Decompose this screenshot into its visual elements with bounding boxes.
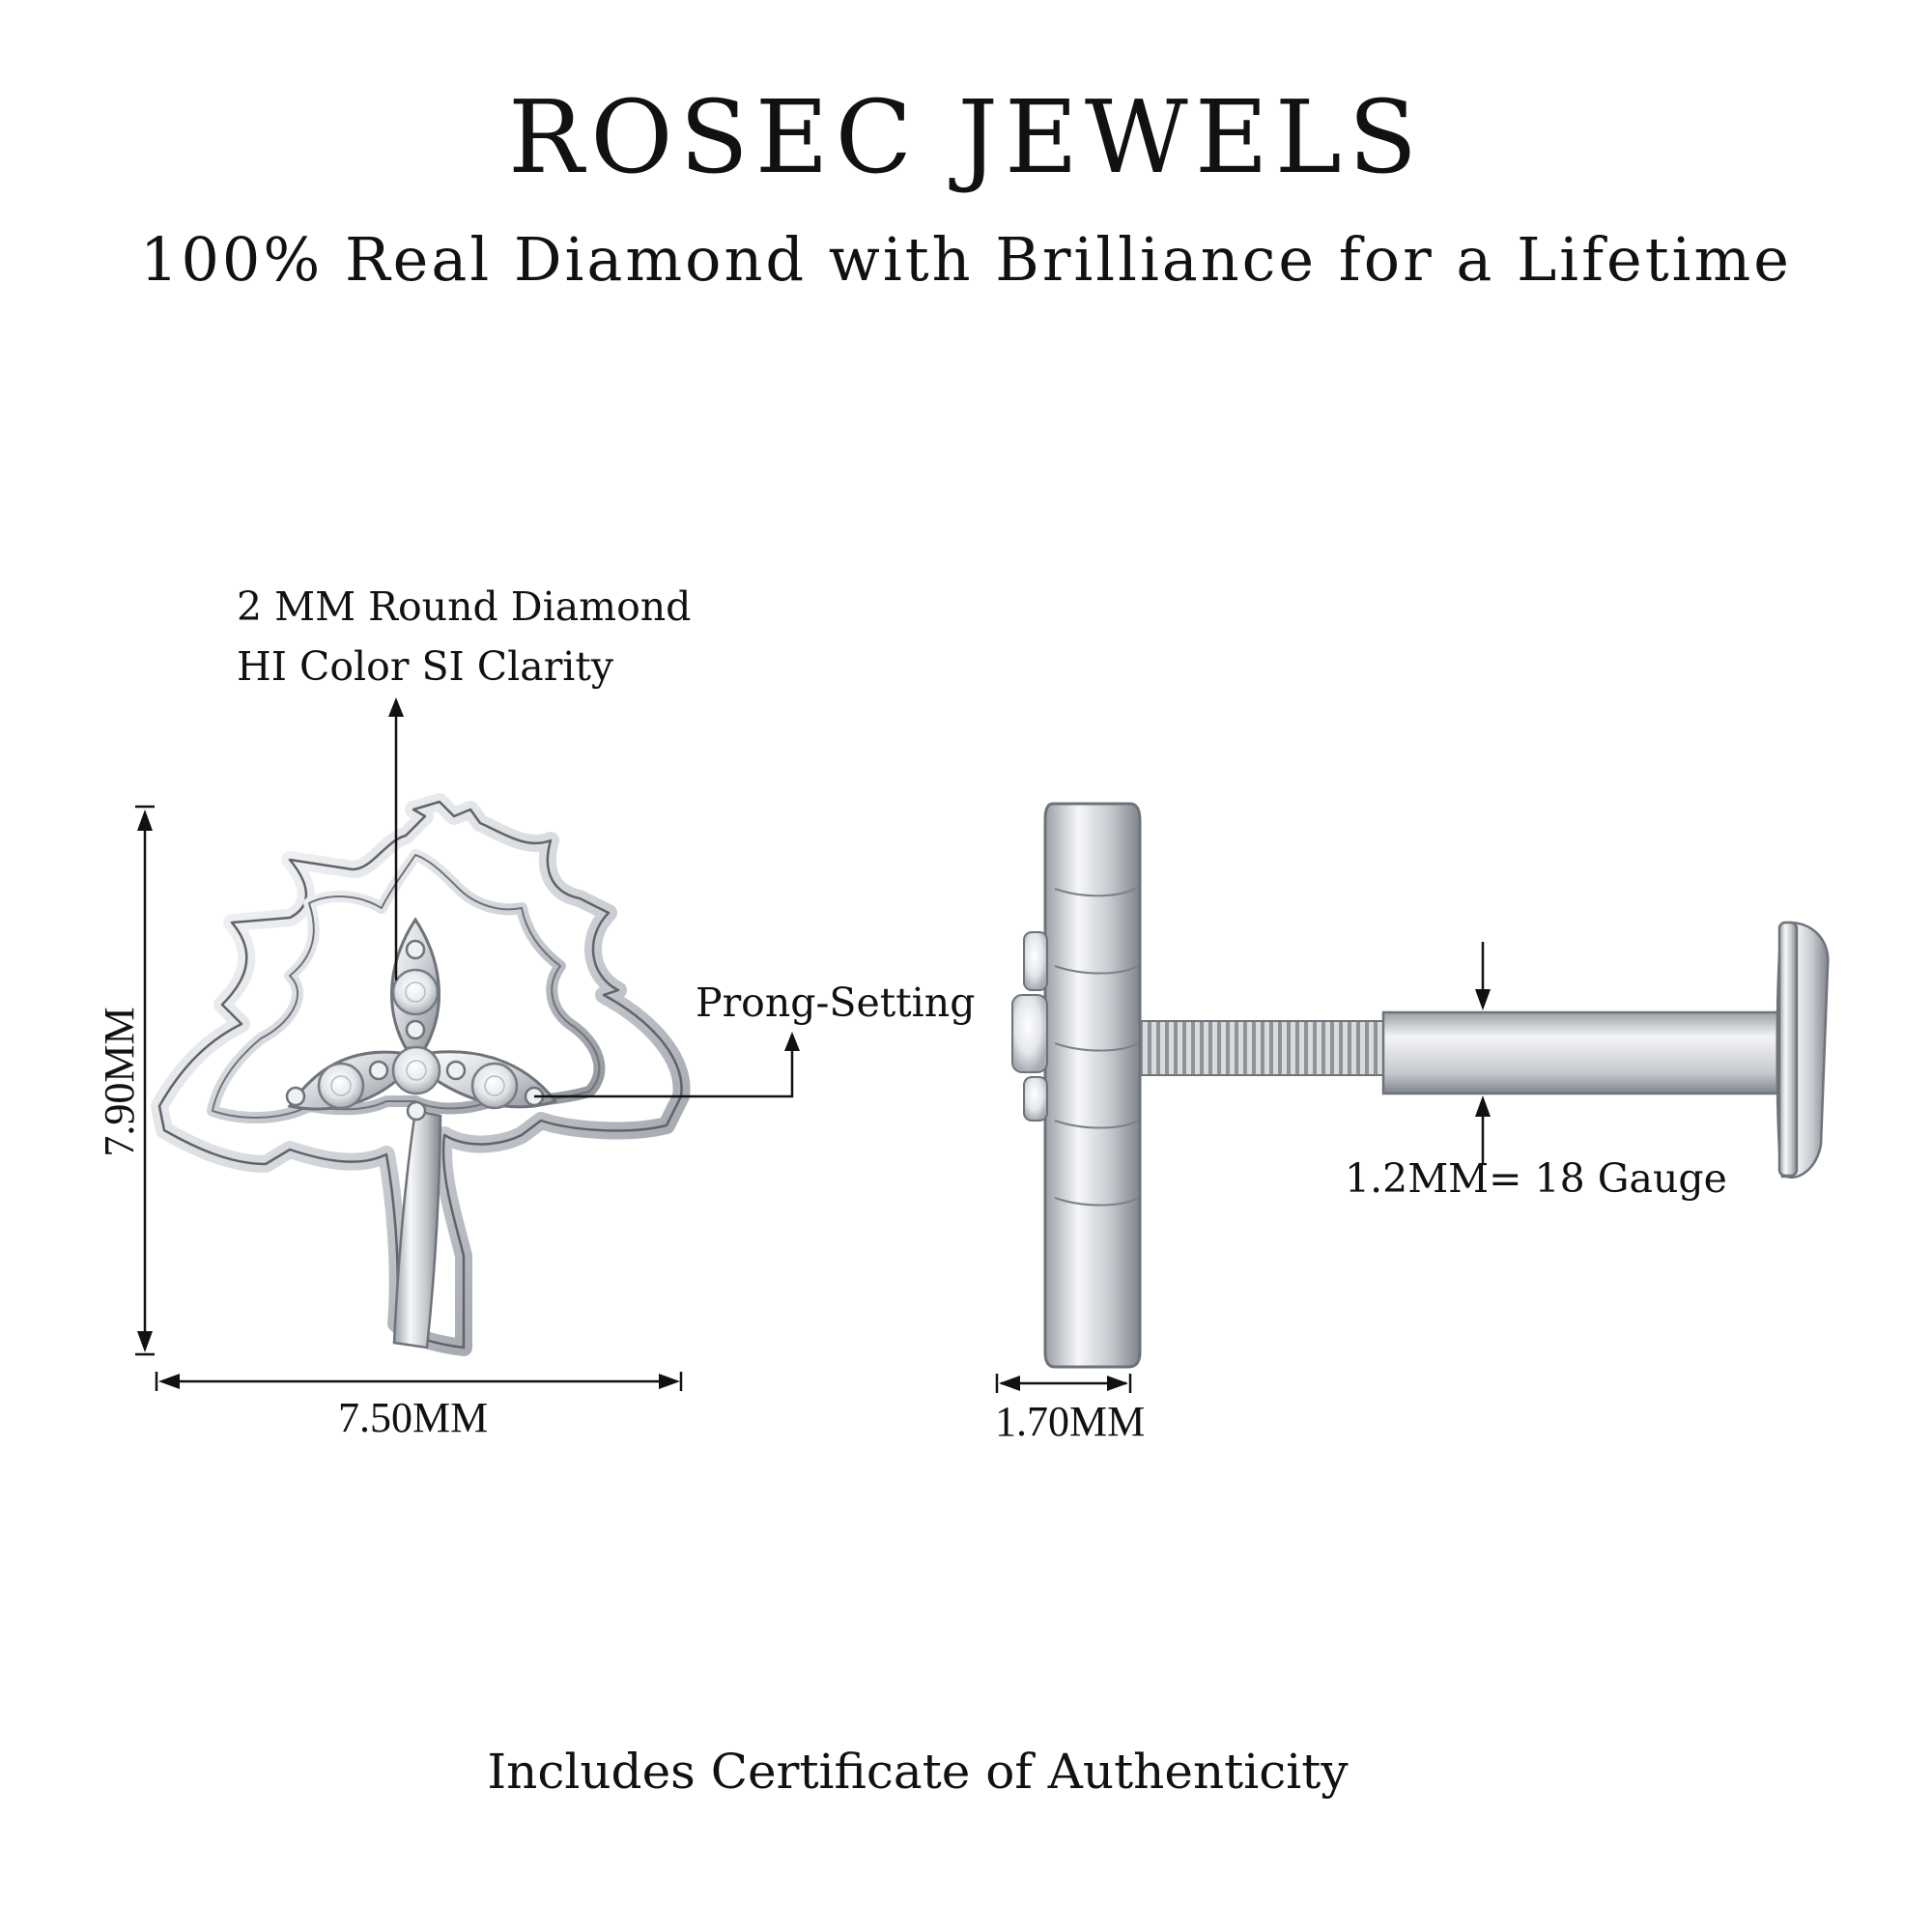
post-bar — [1381, 1010, 1781, 1095]
brand-title: ROSEC JEWELS — [507, 78, 1425, 196]
width-dimension-line — [155, 1372, 683, 1391]
prong-setting-label: Prong-Setting — [696, 980, 976, 1026]
leaf-stem — [392, 1109, 442, 1350]
thread-section — [1129, 1020, 1387, 1076]
diamond-right — [470, 1062, 519, 1110]
height-label: 7.90MM — [96, 1007, 143, 1157]
diamond-top — [391, 968, 440, 1016]
depth-dimension-line — [995, 1374, 1132, 1393]
width-label: 7.50MM — [338, 1394, 489, 1441]
diamond-callout-arrow — [388, 697, 404, 980]
leaf-front-view — [151, 793, 691, 1356]
gauge-dimension-arrows — [1475, 942, 1491, 1164]
certificate-note: Includes Certificate of Authenticity — [487, 1744, 1349, 1800]
gauge-label: 1.2MM= 18 Gauge — [1345, 1155, 1727, 1202]
stud-side-view — [1011, 802, 1830, 1369]
brand-tagline: 100% Real Diamond with Brilliance for a … — [140, 224, 1792, 295]
diamond-spec-line-2: HI Color SI Clarity — [237, 643, 614, 690]
diamond-center — [391, 1045, 441, 1095]
diamond-spec-line-1: 2 MM Round Diamond — [237, 583, 692, 630]
side-gems — [1011, 931, 1048, 1122]
depth-label: 1.70MM — [995, 1398, 1146, 1445]
leaf-side-segments — [1054, 886, 1139, 1207]
prong-callout-arrow — [534, 1032, 800, 1098]
prongs — [285, 939, 545, 1122]
leaf-side-profile — [1043, 802, 1142, 1369]
diamond-left — [317, 1062, 365, 1110]
height-dimension-line — [135, 805, 155, 1356]
